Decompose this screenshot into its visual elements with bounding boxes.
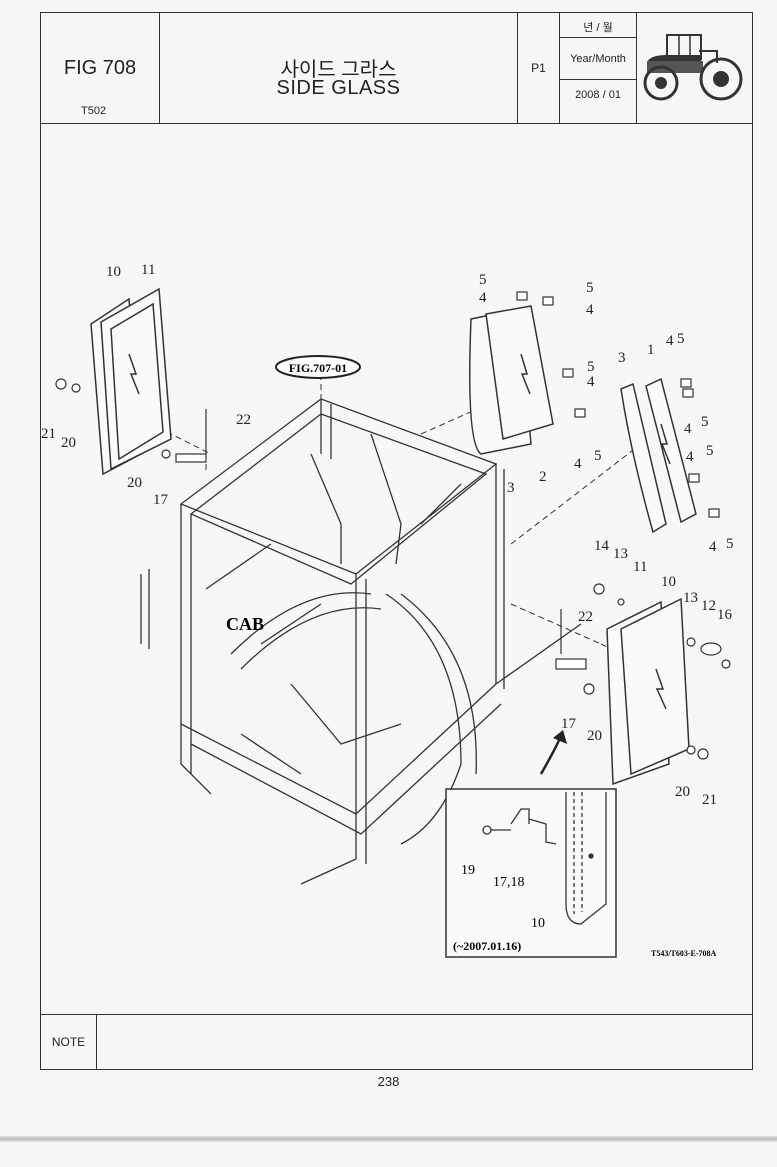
parts-sheet: FIG 708 T502 사이드 그라스 SIDE GLASS P1 년 / 월… xyxy=(40,12,753,1070)
callout-2: 2 xyxy=(539,469,547,485)
callout-17-18: 17,18 xyxy=(493,875,525,890)
inset-date-label: (~2007.01.16) xyxy=(453,939,521,953)
inset-arrow-head xyxy=(553,730,567,744)
hardware-parts xyxy=(55,291,731,760)
fig-ref-badge: FIG.707-01 xyxy=(275,355,361,379)
title-english: SIDE GLASS xyxy=(276,77,401,99)
note-row: NOTE xyxy=(41,1014,752,1070)
callout-3: 3 xyxy=(618,350,626,366)
callout-4: 4 xyxy=(686,449,694,465)
page-number: 238 xyxy=(377,1074,400,1089)
callout-10: 10 xyxy=(106,264,121,280)
leader-dashes xyxy=(130,374,682,685)
year-month-value: 2008 / 01 xyxy=(575,89,621,101)
callout-4: 4 xyxy=(587,374,595,390)
callout-13: 13 xyxy=(683,590,698,606)
callout-4: 4 xyxy=(586,302,594,318)
exploded-view-diagram: 10 11 21 20 20 17 22 5 4 5 4 5 4 3 2 4 5… xyxy=(41,262,734,958)
callout-11: 11 xyxy=(141,262,155,278)
callout-5: 5 xyxy=(726,536,734,552)
tractor-icon xyxy=(643,34,743,101)
callout-5: 5 xyxy=(677,331,685,347)
note-label: NOTE xyxy=(41,1015,97,1070)
callout-17: 17 xyxy=(153,492,169,508)
callout-21: 21 xyxy=(702,792,717,808)
year-month-label-ko: 년 / 월 xyxy=(583,22,613,34)
callout-5: 5 xyxy=(701,414,709,430)
title-cell: 사이드 그라스 SIDE GLASS xyxy=(160,13,518,123)
left-glass xyxy=(90,287,172,476)
callout-4: 4 xyxy=(574,456,582,472)
callout-3: 3 xyxy=(507,480,515,496)
page-cell: P1 xyxy=(518,13,560,123)
callout-1: 1 xyxy=(647,342,655,358)
detail-inset: 19 17,18 10 (~2007.01.16) xyxy=(445,788,617,958)
callout-20: 20 xyxy=(587,728,602,744)
callout-16: 16 xyxy=(717,607,733,623)
callout-4: 4 xyxy=(666,333,674,349)
callout-5: 5 xyxy=(594,448,602,464)
callout-5: 5 xyxy=(587,359,595,375)
figure-number: FIG 708 xyxy=(63,57,137,79)
callout-10: 10 xyxy=(531,916,545,931)
fig-ref-label: FIG.707-01 xyxy=(289,361,347,375)
scan-edge xyxy=(0,1136,777,1142)
callout-22: 22 xyxy=(578,609,593,625)
callout-4: 4 xyxy=(709,539,717,555)
callout-5: 5 xyxy=(586,280,594,296)
callout-20: 20 xyxy=(127,475,142,491)
cab-frame xyxy=(140,398,582,885)
cab-label: CAB xyxy=(226,614,264,634)
callout-12: 12 xyxy=(701,598,716,614)
quarter-glass xyxy=(620,377,697,534)
callout-21: 21 xyxy=(41,426,56,442)
drawing-code: T543/T603-E-708A xyxy=(651,949,717,958)
callout-17: 17 xyxy=(561,716,577,732)
callout-4: 4 xyxy=(684,421,692,437)
tractor-cell xyxy=(637,13,754,123)
callout-13: 13 xyxy=(613,546,628,562)
title-korean: 사이드 그라스 xyxy=(280,59,397,81)
rear-glass xyxy=(469,305,554,455)
callout-5: 5 xyxy=(706,443,714,459)
year-month-cell: 년 / 월 Year/Month 2008 / 01 xyxy=(560,13,637,123)
right-glass xyxy=(606,597,690,786)
callout-5: 5 xyxy=(479,272,487,288)
callout-11: 11 xyxy=(633,559,647,575)
year-month-label-en: Year/Month xyxy=(570,53,626,65)
page-index: P1 xyxy=(531,61,546,75)
callout-22: 22 xyxy=(236,412,251,428)
model-code: T502 xyxy=(81,105,107,117)
callout-19: 19 xyxy=(461,863,475,878)
callout-labels: 10 11 21 20 20 17 22 5 4 5 4 5 4 3 2 4 5… xyxy=(41,262,734,808)
header: FIG 708 T502 사이드 그라스 SIDE GLASS P1 년 / 월… xyxy=(41,13,752,124)
callout-20: 20 xyxy=(675,784,690,800)
callout-14: 14 xyxy=(594,538,610,554)
callout-4: 4 xyxy=(479,290,487,306)
fig-cell: FIG 708 T502 xyxy=(41,13,160,123)
callout-20: 20 xyxy=(61,435,76,451)
callout-10: 10 xyxy=(661,574,676,590)
